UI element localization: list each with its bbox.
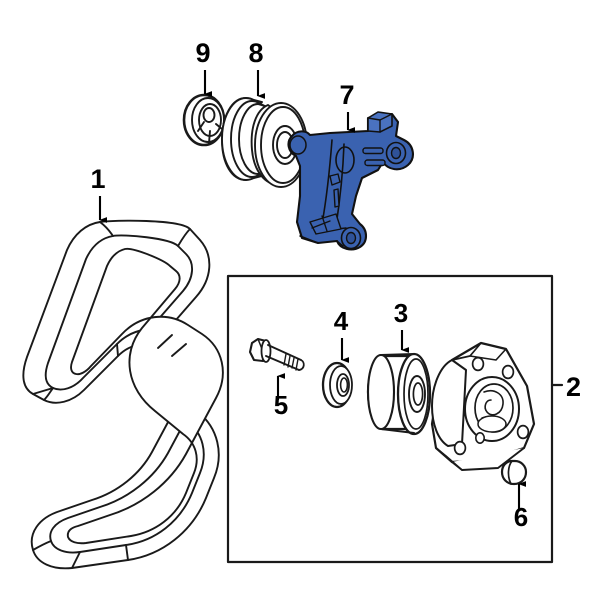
part-5-pulley-mounting-bolt — [248, 337, 305, 371]
callout-label-3: 3 — [394, 298, 408, 328]
part-9-idler-pulley-small — [182, 93, 226, 147]
callout-label-2: 2 — [566, 372, 581, 402]
callout-label-1: 1 — [90, 164, 105, 194]
callout-labels: 1 9 8 7 4 3 5 6 2 — [90, 38, 581, 532]
callout-label-8: 8 — [248, 38, 263, 68]
part-7-tensioner-mounting-bracket — [287, 111, 414, 251]
callout-label-5: 5 — [274, 390, 288, 420]
part-2-belt-tensioner-housing — [430, 341, 536, 471]
part-4-pulley-washer — [321, 361, 353, 409]
part-1-serpentine-drive-belt — [22, 219, 224, 570]
part-6-tensioner-cap-plug — [500, 459, 528, 486]
callout-label-9: 9 — [195, 38, 210, 68]
part-3-tensioner-pulley — [366, 352, 432, 436]
callout-label-7: 7 — [339, 80, 354, 110]
callout-label-4: 4 — [334, 306, 349, 336]
callout-leaders — [98, 70, 527, 510]
part-8-grooved-drive-pulley — [221, 97, 308, 188]
callout-label-6: 6 — [514, 502, 528, 532]
